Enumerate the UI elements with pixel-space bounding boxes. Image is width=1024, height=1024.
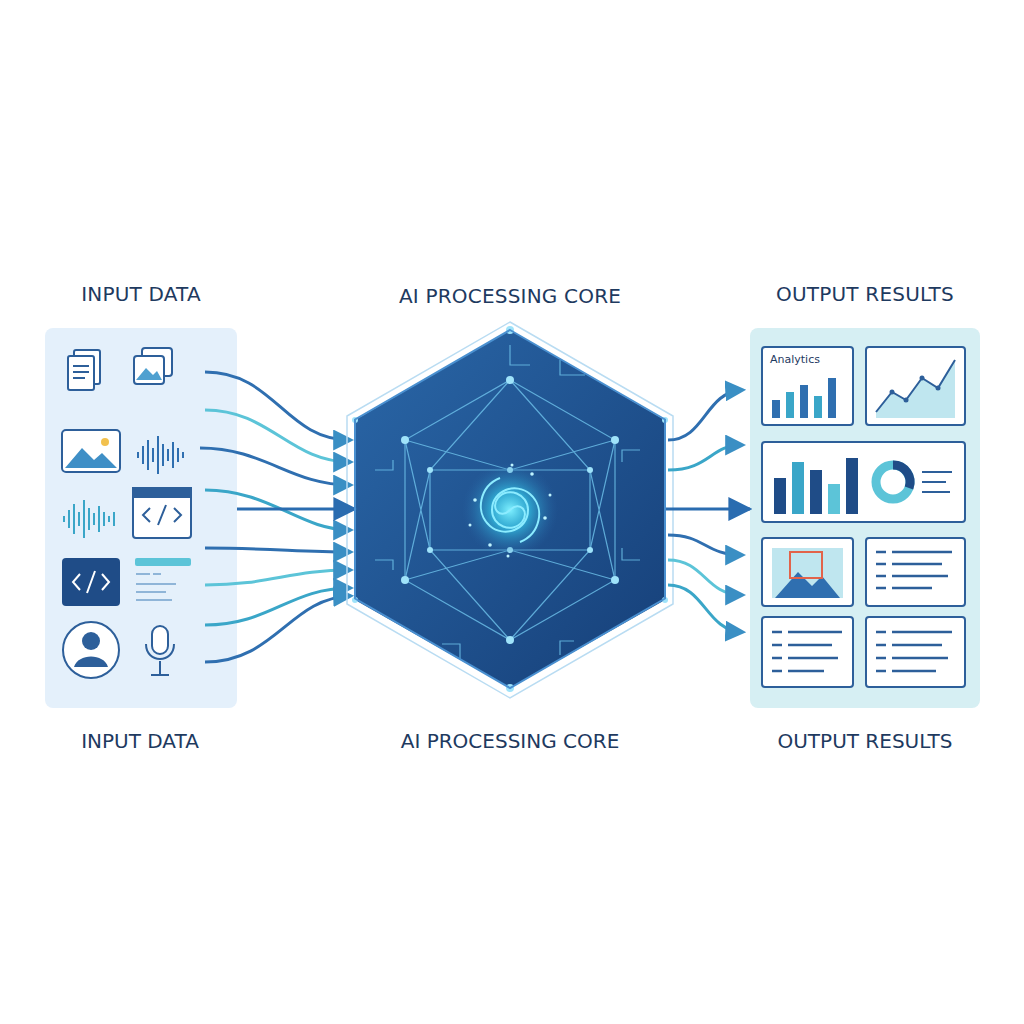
output-flow-lines	[668, 390, 742, 632]
section-label: OUTPUT RESULTS	[777, 729, 952, 753]
processing-core: AI PROCESSING CORE	[355, 330, 665, 688]
input-icons	[62, 348, 191, 678]
input-panel: INPUT DATA	[45, 328, 237, 708]
section-heading: AI PROCESSING CORE	[399, 284, 621, 308]
flow-arrow	[665, 508, 750, 511]
section-heading: OUTPUT RESULTS	[776, 282, 954, 306]
section-heading: INPUT DATA	[81, 282, 201, 306]
input-flow-lines	[200, 372, 350, 662]
output-cards	[762, 347, 965, 687]
output-panel	[750, 328, 980, 708]
hexagon-outline	[355, 330, 665, 688]
flow-arrow	[237, 508, 355, 511]
analytics-card: Analytics	[762, 347, 853, 425]
hexagon-border	[355, 330, 665, 688]
input-panel	[45, 328, 237, 708]
section-label: AI PROCESSING CORE	[401, 729, 620, 753]
output-panel: AnalyticsOUTPUT RESULTS	[750, 328, 980, 708]
section-label: INPUT DATA	[81, 729, 199, 753]
card-title: Analytics	[762, 347, 820, 366]
processing-core-art	[347, 322, 673, 698]
